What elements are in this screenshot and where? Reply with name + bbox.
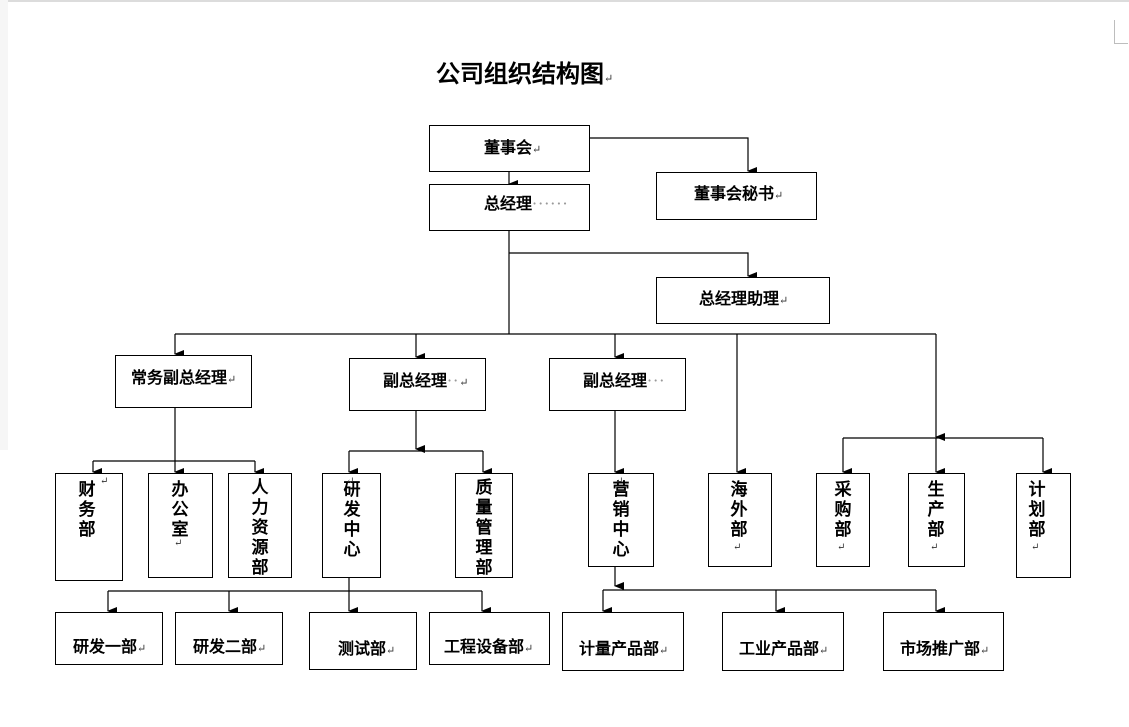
node-office: 办公室 ↵: [148, 473, 213, 578]
node-engineering-equipment: 工程设备部↵: [429, 612, 550, 665]
node-overseas: 海外部 ↵: [708, 473, 772, 567]
node-quality: 质量管理部: [455, 473, 513, 578]
node-board-secretary: 董事会秘书↵: [656, 172, 817, 220]
node-rd-2: 研发二部↵: [175, 612, 283, 665]
node-marketing: 市场推广部↵: [883, 612, 1004, 671]
node-vp-1: 副总经理··↵: [349, 358, 486, 411]
chart-title: 公司组织结构图↵: [436, 59, 614, 88]
page-corner-mark: [1114, 20, 1115, 44]
node-planning: 计划部 ↵: [1016, 473, 1071, 578]
node-vp-2: 副总经理···: [549, 358, 686, 411]
paragraph-mark-icon: ↵: [604, 72, 614, 85]
node-executive-vp: 常务副总经理↵: [115, 355, 252, 408]
node-metering-products: 计量产品部↵: [562, 612, 684, 671]
page-left-margin: [0, 0, 8, 450]
page-corner-mark-horizontal: [1114, 43, 1128, 44]
node-rd-1: 研发一部↵: [55, 612, 163, 665]
node-finance: 财务部 ↵: [55, 473, 123, 581]
node-production: 生产部 ↵: [908, 473, 965, 567]
node-rd-center: 研发中心 ↵: [322, 473, 381, 578]
node-sales-center: 营销中心 ↵: [588, 473, 654, 567]
node-board: 董事会↵: [429, 125, 590, 172]
node-industrial-products: 工业产品部↵: [722, 612, 844, 671]
node-hr: 人力资源部: [228, 473, 292, 578]
node-testing: 测试部↵: [309, 612, 417, 670]
node-general-manager: 总经理······: [429, 184, 590, 231]
node-gm-assistant: 总经理助理↵: [656, 277, 830, 324]
node-purchasing: 采购部 ↵: [816, 473, 870, 567]
page-top-border: [0, 0, 1129, 2]
